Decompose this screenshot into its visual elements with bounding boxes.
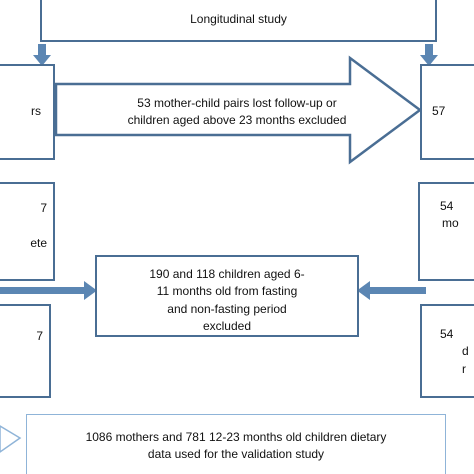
left-box-2-line-2 [30, 217, 47, 234]
right-box-2: 54 mo [418, 182, 474, 281]
right-box-3-line-2: d [462, 344, 469, 359]
final-validation-box: 1086 mothers and 781 12-23 months old ch… [26, 414, 446, 474]
left-box-1: rs [0, 64, 55, 160]
loss-arrow-text: 53 mother-child pairs lost follow-up or … [108, 95, 366, 130]
down-arrow-left [33, 44, 51, 66]
right-box-2-line-1: 54 [440, 199, 454, 213]
loss-block-arrow [54, 55, 423, 165]
left-box-3-line-1: 7 [36, 329, 43, 343]
right-to-exclusion-arrow [357, 281, 426, 300]
left-box-2: 7 ete [0, 182, 55, 281]
loss-arrow-line-1: 53 mother-child pairs lost follow-up or [137, 96, 337, 110]
final-line-2: data used for the validation study [147, 447, 325, 462]
left-box-2-line-1: 7 [40, 201, 47, 215]
exclusion-line-4: excluded [202, 319, 252, 334]
left-to-exclusion-arrow [0, 281, 97, 300]
longitudinal-study-box: Longitudinal study [40, 0, 437, 42]
right-box-3-line-1: 54 [440, 327, 454, 341]
exclusion-line-1: 190 and 118 children aged 6- [149, 267, 305, 281]
exclusion-box: 190 and 118 children aged 6- 11 months o… [95, 255, 359, 337]
final-arrow-tip [0, 425, 22, 453]
exclusion-line-3: and non-fasting period [167, 301, 287, 316]
left-box-1-text: rs [31, 104, 41, 119]
left-box-2-line-3: ete [30, 235, 47, 250]
loss-arrow-line-2: children aged above 23 months excluded [127, 113, 347, 128]
final-line-1: 1086 mothers and 781 12-23 months old ch… [85, 430, 387, 444]
right-box-1: 57 [420, 64, 474, 160]
right-box-3: 54 d r [420, 304, 474, 398]
right-box-2-line-2: mo [442, 216, 459, 231]
left-box-3: 7 [0, 304, 51, 398]
longitudinal-study-title: Longitudinal study [190, 11, 287, 26]
down-arrow-right [420, 44, 438, 66]
right-box-3-line-3: r [462, 361, 466, 376]
right-box-1-text: 57 [432, 104, 446, 119]
exclusion-line-2: 11 months old from fasting [156, 284, 298, 299]
